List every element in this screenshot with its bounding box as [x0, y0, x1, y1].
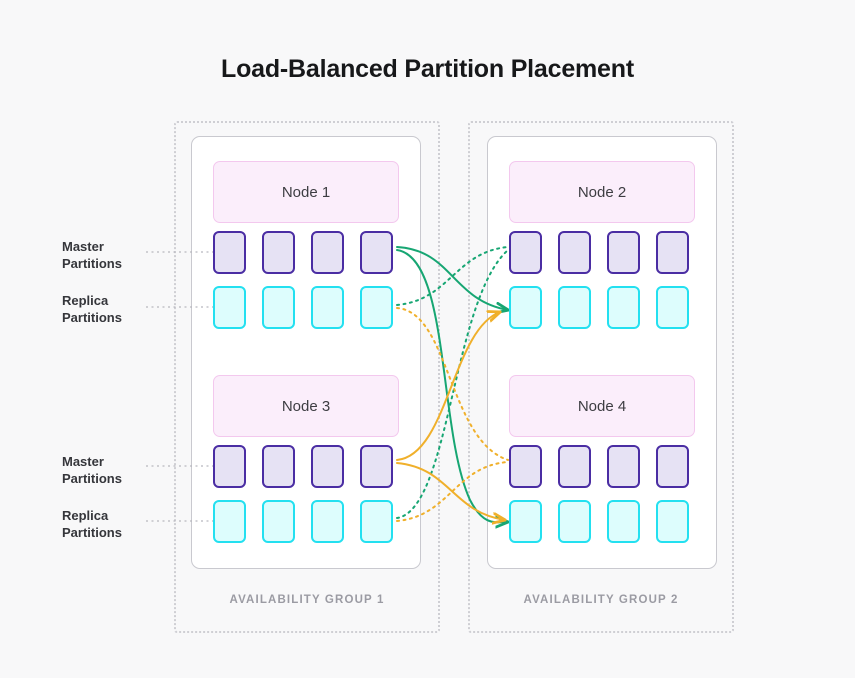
- label-replica-partitions-node-1: Replica Partitions: [62, 292, 182, 326]
- master-partition-node-2-2[interactable]: [558, 231, 591, 274]
- node-card-label: Node 4: [577, 397, 627, 415]
- master-partition-node-2-1[interactable]: [509, 231, 542, 274]
- master-partition-node-1-3[interactable]: [311, 231, 344, 274]
- replica-partition-node-1-4[interactable]: [360, 286, 393, 329]
- availability-group-2-caption: AVAILABILITY GROUP 2: [523, 594, 679, 606]
- node-card-node-1[interactable]: Node 1: [213, 161, 399, 223]
- replica-partition-node-1-2[interactable]: [262, 286, 295, 329]
- replica-partition-node-3-3[interactable]: [311, 500, 344, 543]
- label-master-partitions-node-1: Master Partitions: [62, 238, 182, 272]
- replica-partition-node-4-3[interactable]: [607, 500, 640, 543]
- label-line-2: Partitions: [62, 525, 122, 540]
- label-line-2: Partitions: [62, 310, 122, 325]
- label-replica-partitions-node-3: Replica Partitions: [62, 507, 182, 541]
- replica-partition-node-1-3[interactable]: [311, 286, 344, 329]
- label-line-1: Replica: [62, 508, 109, 523]
- master-partition-node-4-4[interactable]: [656, 445, 689, 488]
- node-card-node-4[interactable]: Node 4: [509, 375, 695, 437]
- master-partition-node-1-4[interactable]: [360, 231, 393, 274]
- availability-group-2-frame: [468, 121, 734, 633]
- replica-partition-node-2-1[interactable]: [509, 286, 542, 329]
- label-line-2: Partitions: [62, 471, 122, 486]
- label-line-1: Master: [62, 239, 104, 254]
- node-card-label: Node 2: [577, 183, 627, 201]
- master-partition-node-3-4[interactable]: [360, 445, 393, 488]
- label-master-partitions-node-3: Master Partitions: [62, 453, 182, 487]
- master-partition-node-2-3[interactable]: [607, 231, 640, 274]
- master-partition-node-4-3[interactable]: [607, 445, 640, 488]
- node-card-label: Node 1: [281, 183, 331, 201]
- master-partition-node-3-1[interactable]: [213, 445, 246, 488]
- availability-group-1-frame: [174, 121, 440, 633]
- replica-partition-node-4-2[interactable]: [558, 500, 591, 543]
- node-card-node-2[interactable]: Node 2: [509, 161, 695, 223]
- label-line-2: Partitions: [62, 256, 122, 271]
- availability-group-1-caption: AVAILABILITY GROUP 1: [229, 594, 385, 606]
- master-partition-node-2-4[interactable]: [656, 231, 689, 274]
- page-title: Load-Balanced Partition Placement: [221, 55, 634, 83]
- label-line-1: Replica: [62, 293, 109, 308]
- replica-partition-node-2-4[interactable]: [656, 286, 689, 329]
- master-partition-node-3-2[interactable]: [262, 445, 295, 488]
- replica-partition-node-4-1[interactable]: [509, 500, 542, 543]
- master-partition-node-4-2[interactable]: [558, 445, 591, 488]
- node-card-label: Node 3: [281, 397, 331, 415]
- master-partition-node-1-1[interactable]: [213, 231, 246, 274]
- label-line-1: Master: [62, 454, 104, 469]
- master-partition-node-3-3[interactable]: [311, 445, 344, 488]
- replica-partition-node-3-4[interactable]: [360, 500, 393, 543]
- replica-partition-node-3-2[interactable]: [262, 500, 295, 543]
- replica-partition-node-4-4[interactable]: [656, 500, 689, 543]
- replica-partition-node-2-3[interactable]: [607, 286, 640, 329]
- replica-partition-node-3-1[interactable]: [213, 500, 246, 543]
- node-card-node-3[interactable]: Node 3: [213, 375, 399, 437]
- master-partition-node-1-2[interactable]: [262, 231, 295, 274]
- replica-partition-node-2-2[interactable]: [558, 286, 591, 329]
- master-partition-node-4-1[interactable]: [509, 445, 542, 488]
- replica-partition-node-1-1[interactable]: [213, 286, 246, 329]
